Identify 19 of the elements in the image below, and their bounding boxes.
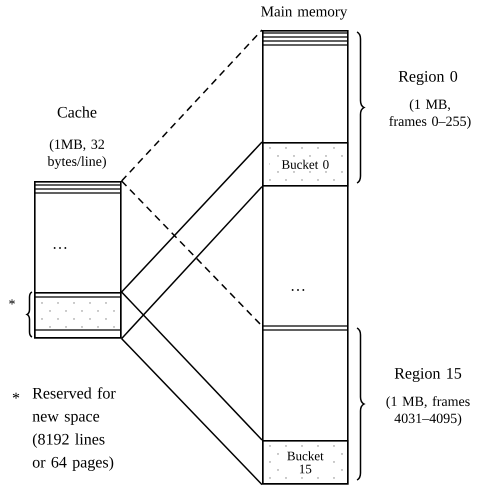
ellipsis: … <box>292 289 304 291</box>
ellipsis: … <box>54 247 66 249</box>
asterisk: * <box>12 392 20 399</box>
connector-line <box>121 29 263 182</box>
region-note: (1 MB, frames 4031–4095) <box>386 396 470 426</box>
region-label: Region 0 <box>398 70 458 86</box>
reserved-lines <box>34 292 122 339</box>
node-label: (1MB, 32 bytes/line) <box>47 139 106 169</box>
asterisk: * <box>9 299 15 305</box>
connector-line <box>121 141 263 292</box>
footnote: Reserved for new space (8192 lines or 64 pages) <box>32 387 116 471</box>
region-note: (1 MB, frames 0–255) <box>389 99 471 129</box>
node-label: Cache <box>58 106 96 118</box>
bucket-box: Bucket 15 <box>262 440 349 485</box>
region-label: Region 15 <box>394 368 462 382</box>
bucket-box: Bucket 0 <box>262 142 349 187</box>
connector-line <box>121 338 263 486</box>
node-label: Main memory <box>261 6 348 20</box>
connector-line <box>121 291 263 441</box>
